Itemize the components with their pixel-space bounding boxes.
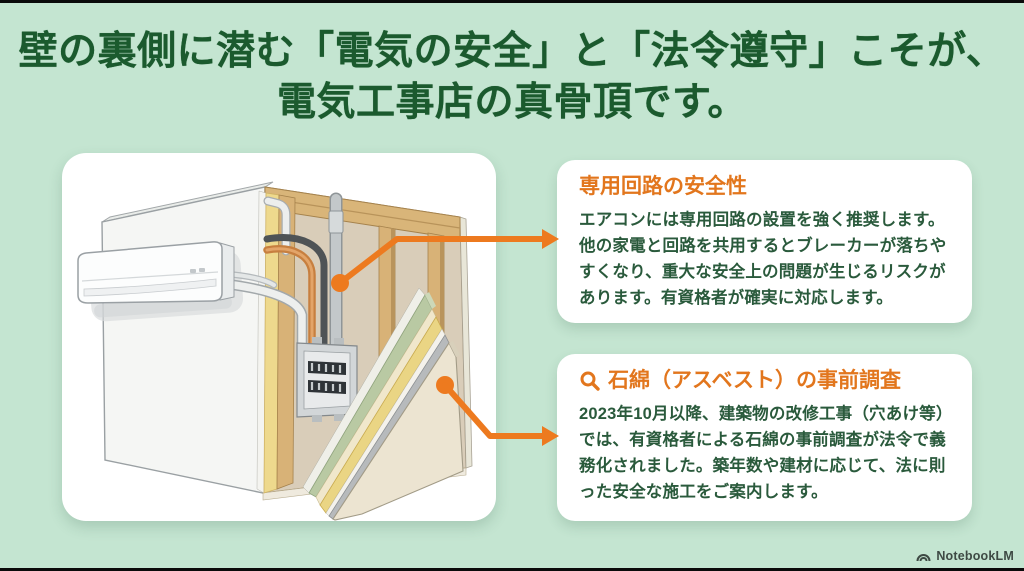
letterbox-bottom bbox=[0, 568, 1024, 571]
ac-vent-slats bbox=[83, 278, 217, 297]
air-conditioner bbox=[77, 241, 235, 318]
layer-green-top bbox=[425, 292, 436, 309]
panel-tab bbox=[334, 414, 344, 421]
wall-illustration-card bbox=[62, 153, 496, 521]
callout-dedicated-circuit: 専用回路の安全性 エアコンには専用回路の設置を強く推奨します。他の家電と回路を共… bbox=[557, 160, 972, 323]
layer-outer-panel-bevel bbox=[449, 341, 460, 357]
panel-tab bbox=[334, 338, 344, 346]
notebooklm-logo-icon bbox=[916, 553, 931, 561]
watermark-label: NotebookLM bbox=[936, 549, 1014, 563]
breaker-switches bbox=[310, 363, 342, 392]
conduit-coupling bbox=[328, 210, 344, 234]
callout-heading: 専用回路の安全性 bbox=[579, 175, 747, 198]
dark-cable bbox=[263, 234, 328, 351]
page-title: 壁の裏側に潜む「電気の安全」と「法令遵守」こそが、 電気工事店の真骨頂です。 bbox=[0, 26, 1024, 128]
panel-face bbox=[303, 350, 351, 410]
wall-material-layers bbox=[302, 287, 464, 521]
drain-pipe bbox=[222, 280, 306, 351]
wall-left-face bbox=[101, 186, 266, 494]
notebooklm-watermark: NotebookLM bbox=[916, 549, 1014, 563]
letterbox-top bbox=[0, 0, 1024, 3]
title-line-2: 電気工事店の真骨頂です。 bbox=[276, 81, 748, 124]
wall-cutaway-illustration bbox=[77, 181, 473, 521]
wood-stud-left bbox=[276, 194, 296, 490]
title-line-1: 壁の裏側に潜む「電気の安全」と「法令遵守」こそが、 bbox=[18, 30, 1006, 73]
callout-body: 2023年10月以降、建築物の改修工事（穴あけ等）では、有資格者による石綿の事前… bbox=[579, 405, 953, 501]
callout-heading-text: 石綿（アスベスト）の事前調査 bbox=[608, 369, 901, 392]
elbow-conduit bbox=[264, 197, 290, 255]
wood-top-plate-joint bbox=[264, 197, 461, 229]
ac-indicator bbox=[199, 268, 205, 272]
callout-asbestos-survey: 石綿（アスベスト）の事前調査 2023年10月以降、建築物の改修工事（穴あけ等）… bbox=[557, 354, 972, 521]
breaker-panel bbox=[296, 337, 358, 422]
panel-tab bbox=[312, 415, 322, 422]
ac-indicator bbox=[190, 269, 196, 273]
ac-panel-seam bbox=[81, 271, 219, 282]
copper-pipe-highlight bbox=[265, 247, 314, 349]
panel-tab bbox=[312, 337, 322, 345]
magnifier-icon bbox=[580, 371, 600, 391]
callout-body: エアコンには専用回路の設置を強く推奨します。他の家電と回路を共用するとブレーカー… bbox=[579, 211, 947, 307]
callout-heading: 石綿（アスベスト）の事前調査 bbox=[579, 367, 954, 394]
